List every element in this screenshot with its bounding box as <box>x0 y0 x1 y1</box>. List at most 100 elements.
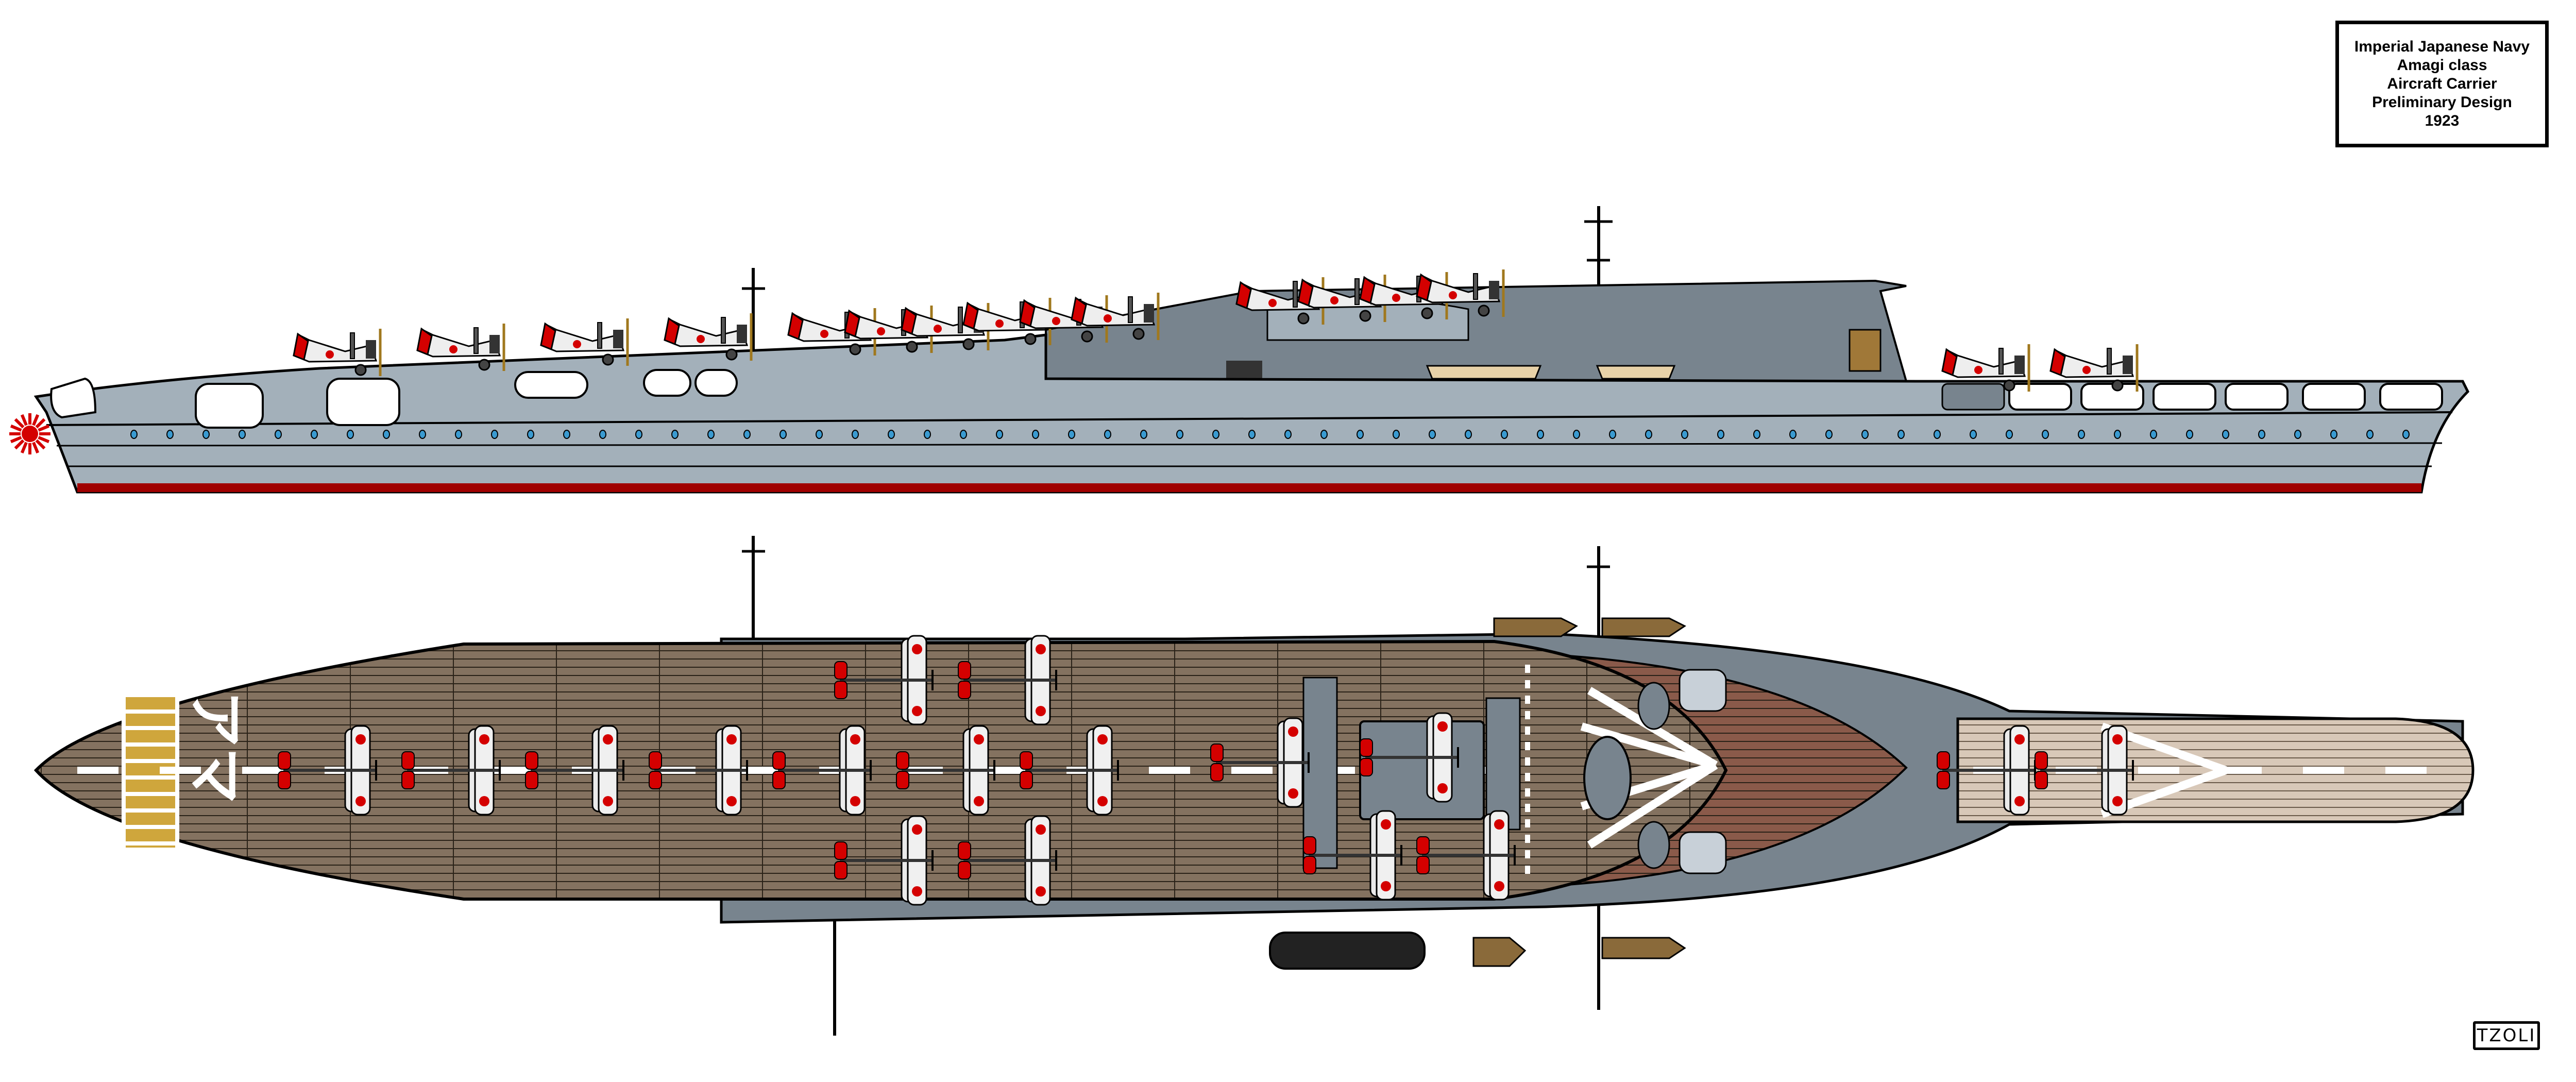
porthole <box>1104 430 1111 439</box>
hull-side <box>33 333 2470 494</box>
porthole <box>2366 430 2374 439</box>
porthole <box>2330 430 2337 439</box>
sun-ray <box>20 414 28 426</box>
elevator <box>1359 720 1485 820</box>
porthole <box>2186 430 2193 439</box>
porthole <box>1212 430 1219 439</box>
porthole <box>1501 430 1508 439</box>
porthole <box>1393 430 1400 439</box>
porthole <box>1248 430 1256 439</box>
title-line-year: 1923 <box>2425 112 2460 129</box>
porthole <box>1934 430 1941 439</box>
porthole <box>455 430 462 439</box>
porthole <box>888 430 895 439</box>
centerline-dash <box>242 767 283 774</box>
porthole <box>671 430 679 439</box>
porthole <box>1609 430 1616 439</box>
sun-ray <box>10 436 22 444</box>
sun-ray <box>38 424 50 432</box>
porthole <box>960 430 967 439</box>
centerline-dash <box>77 767 118 774</box>
porthole <box>924 430 931 439</box>
title-line-design: Preliminary Design <box>2372 94 2512 111</box>
boot-topping <box>77 483 2421 492</box>
porthole <box>2006 430 2013 439</box>
porthole <box>1573 430 1580 439</box>
porthole <box>996 430 1003 439</box>
landing-stripe <box>125 709 176 714</box>
porthole <box>1068 430 1075 439</box>
porthole <box>1861 430 1869 439</box>
porthole <box>707 430 715 439</box>
title-block: Imperial Japanese Navy Amagi class Aircr… <box>2335 21 2549 147</box>
porthole <box>635 430 642 439</box>
porthole <box>816 430 823 439</box>
centerline-dash <box>2221 767 2262 774</box>
porthole <box>1753 430 1760 439</box>
sun-ray <box>14 418 25 429</box>
porthole <box>779 430 787 439</box>
porthole <box>1465 430 1472 439</box>
landing-stripe <box>125 775 176 780</box>
porthole <box>419 430 426 439</box>
porthole <box>130 430 138 439</box>
centerline-dash <box>160 767 201 774</box>
porthole <box>2222 430 2229 439</box>
sun-ray <box>35 439 46 450</box>
porthole <box>1717 430 1724 439</box>
porthole <box>239 430 246 439</box>
porthole <box>1645 430 1652 439</box>
porthole <box>1140 430 1147 439</box>
side-profile <box>9 206 2470 494</box>
landing-rail <box>122 693 126 848</box>
porthole <box>166 430 174 439</box>
landing-stripe <box>125 693 176 697</box>
porthole <box>1429 430 1436 439</box>
sun-ray <box>35 418 46 429</box>
porthole <box>275 430 282 439</box>
landing-stripe <box>125 841 176 846</box>
porthole <box>1537 430 1544 439</box>
porthole <box>1825 430 1833 439</box>
sun-ray <box>32 442 40 454</box>
title-line-navy: Imperial Japanese Navy <box>2354 38 2530 55</box>
deck-marking: アマ <box>182 690 248 804</box>
porthole <box>202 430 210 439</box>
title-line-type: Aircraft Carrier <box>2387 75 2497 92</box>
porthole <box>1789 430 1797 439</box>
porthole <box>563 430 570 439</box>
torpedo-bulge <box>1269 932 1426 970</box>
porthole <box>1284 430 1292 439</box>
porthole <box>1357 430 1364 439</box>
porthole <box>1032 430 1039 439</box>
porthole <box>2150 430 2157 439</box>
rising-sun-ensign <box>9 413 50 454</box>
sun-ray <box>10 424 22 432</box>
porthole <box>2042 430 2049 439</box>
porthole <box>491 430 498 439</box>
centerline-dash <box>2385 767 2427 774</box>
landing-stripe <box>125 726 176 730</box>
porthole <box>1897 430 1905 439</box>
landing-stripe <box>125 825 176 829</box>
porthole <box>311 430 318 439</box>
porthole <box>852 430 859 439</box>
centerline-dash <box>2303 767 2344 774</box>
porthole <box>1176 430 1183 439</box>
landing-stripe <box>125 759 176 763</box>
porthole <box>347 430 354 439</box>
porthole <box>2114 430 2121 439</box>
porthole <box>2258 430 2265 439</box>
landing-stripe <box>125 742 176 747</box>
title-line-class: Amagi class <box>2397 57 2487 74</box>
porthole <box>383 430 390 439</box>
porthole <box>599 430 606 439</box>
portholes <box>130 430 2410 439</box>
porthole <box>2294 430 2301 439</box>
centerline-dash <box>1231 767 1273 774</box>
centerline-dash <box>1149 767 1190 774</box>
centerline-dash <box>2138 767 2179 774</box>
porthole <box>1320 430 1328 439</box>
porthole <box>1970 430 1977 439</box>
